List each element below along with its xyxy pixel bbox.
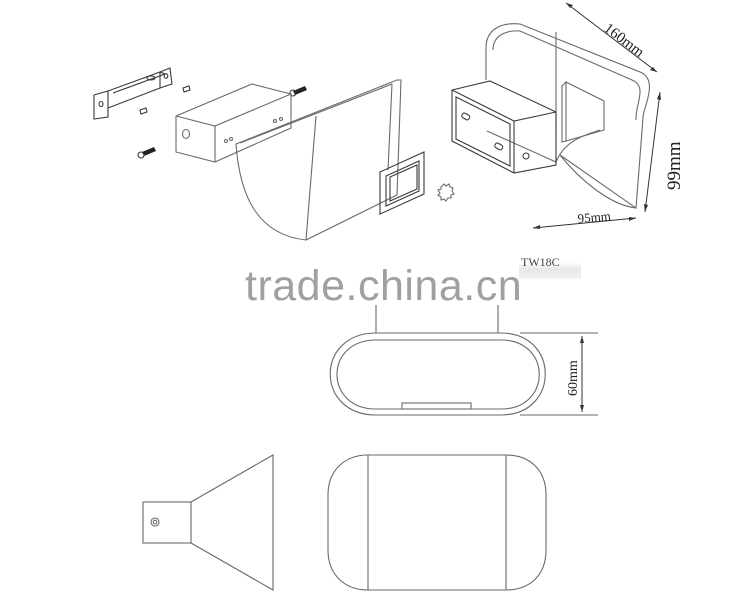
mounting-plate [379,151,425,215]
dim-label-160mm: 160mm [601,20,648,61]
side-view [142,454,274,591]
dim-label-60mm: 60mm [566,360,581,396]
dimension-160mm: 160mm [565,2,658,73]
watermark: trade.china.cn [245,262,523,310]
assembled-lamp [451,23,650,210]
dimension-99mm: 99mm [644,91,685,213]
gear-washer [437,183,455,202]
dimension-95mm: 95mm [532,208,637,229]
top-view [329,305,598,416]
dim-label-95mm: 95mm [577,208,611,226]
model-label: TW18C [519,255,581,279]
dim-label-99mm: 99mm [664,141,685,190]
lamp-shell [235,79,402,241]
mounting-bracket [93,67,173,120]
driver-box [175,83,292,163]
front-view [327,454,547,591]
dimension-60mm: 60mm [566,336,584,412]
screws [137,85,307,159]
